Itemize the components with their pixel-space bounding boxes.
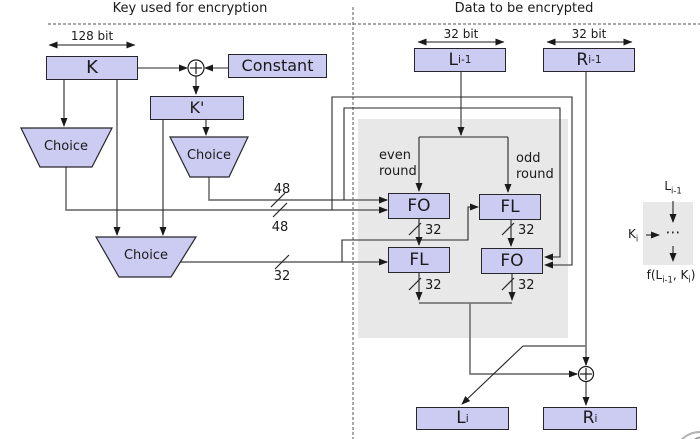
choice-trapezoids: [20, 127, 249, 278]
fo-odd-box: FO: [481, 248, 543, 274]
odd-round-label: odd round: [516, 151, 554, 182]
corner-arc-decoration: [680, 431, 700, 439]
w-fl-odd-label: 32: [518, 223, 535, 238]
choice3-trapezoid: [94, 236, 198, 278]
choice2-label: Choice: [186, 147, 232, 163]
round-function-shade: [358, 119, 568, 338]
key-width-label: 128 bit: [70, 29, 114, 43]
bus32-label: 32: [273, 269, 291, 284]
k-prime-box: K': [150, 96, 244, 120]
even-round-label: even round: [379, 148, 417, 179]
bit-width-arrows: [48, 38, 633, 49]
fl-even-box: FL: [388, 247, 450, 273]
right-section-title: Data to be encrypted: [454, 1, 594, 16]
w-fo-even-label: 32: [425, 223, 442, 238]
f-key-label: Ki: [628, 227, 639, 244]
l-width-label: 32 bit: [443, 27, 479, 41]
w-fo-odd-label: 32: [518, 278, 535, 293]
left-section-title: Key used for encryption: [112, 1, 268, 16]
f-output-label: f(Li-1, Ki): [646, 268, 696, 285]
slash-marks: [270, 192, 515, 291]
flow-lines: [60, 64, 677, 406]
xor-key-icon: [187, 59, 205, 77]
f-input-label: Li-1: [664, 179, 682, 196]
key-box: K: [46, 56, 138, 80]
bus48-top-label: 48: [273, 182, 291, 197]
w-fl-even-label: 32: [425, 278, 442, 293]
f-dots-label: ⋯: [665, 223, 681, 241]
fo-even-box: FO: [388, 193, 450, 219]
choice1-label: Choice: [43, 138, 89, 154]
fl-odd-box: FL: [479, 194, 541, 220]
choice1-trapezoid: [20, 127, 113, 168]
choice3-label: Choice: [123, 247, 169, 263]
r-width-label: 32 bit: [571, 27, 607, 41]
choice2-trapezoid: [169, 136, 249, 178]
constant-box: Constant: [228, 54, 327, 78]
xor-round-icon: [577, 365, 595, 383]
bus48-bottom-label: 48: [271, 220, 289, 235]
section-separators: [48, 7, 700, 439]
